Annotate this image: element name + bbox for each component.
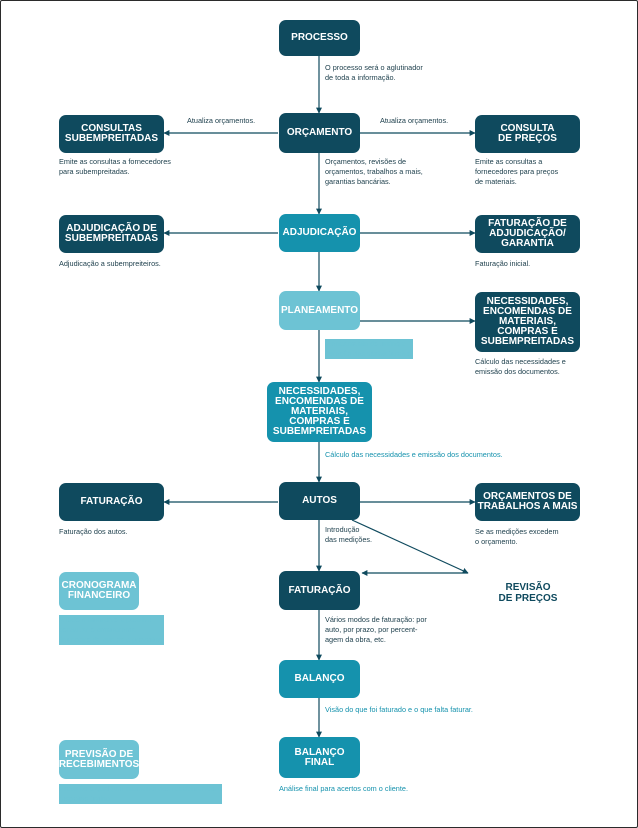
box-planeamento[interactable]: PLANEAMENTO xyxy=(279,291,360,330)
box-balanco[interactable]: BALANÇO xyxy=(279,660,360,698)
desc-faturacao-adjudicacao: Faturação inicial. xyxy=(475,259,531,268)
box-adjudicacao[interactable]: ADJUDICAÇÃO xyxy=(279,214,360,252)
desc-previsao-recebimentos: Previsão a qualquer momento dos recebime… xyxy=(59,784,223,804)
desc-processo: O processo será o aglutinador de toda a … xyxy=(325,63,423,82)
box-processo[interactable]: PROCESSO xyxy=(279,20,360,56)
desc-cronograma-financeiro: A todo o momento é possível consultar o … xyxy=(59,615,164,645)
box-necessidades-center[interactable]: NECESSIDADES, ENCOMENDAS DE MATERIAIS, C… xyxy=(267,382,372,442)
box-orcamento[interactable]: ORÇAMENTO xyxy=(279,113,360,153)
desc-consultas-subempreitadas: Emite as consultas a fornecedores para s… xyxy=(59,157,171,176)
desc-balanco-final: Análise final para acertos com o cliente… xyxy=(279,784,408,793)
desc-consulta-precos: Emite as consultas a fornecedores para p… xyxy=(475,157,559,186)
box-previsao-recebimentos[interactable]: PREVISÃO DE RECEBIMENTOS xyxy=(59,740,139,779)
box-balanco-final[interactable]: BALANÇO FINAL xyxy=(279,737,360,778)
box-consultas-subempreitadas[interactable]: CONSULTAS SUBEMPREITADAS xyxy=(59,115,164,153)
box-necessidades-right[interactable]: NECESSIDADES, ENCOMENDAS DE MATERIAIS, C… xyxy=(475,292,580,352)
label-revisao-precos[interactable]: REVISÃO DE PREÇOS xyxy=(498,582,558,604)
desc-orcamentos-trabalhos: Se as medições excedem o orçamento. xyxy=(475,527,559,546)
box-faturacao-adjudicacao[interactable]: FATURAÇÃO DE ADJUDICAÇÃO/ GARANTIA xyxy=(475,215,580,253)
desc-balanco: Visão do que foi faturado e o que falta … xyxy=(325,705,473,714)
box-autos[interactable]: AUTOS xyxy=(279,482,360,520)
desc-atualiza-left: Atualiza orçamentos. xyxy=(187,116,256,125)
box-consulta-precos[interactable]: CONSULTA DE PREÇOS xyxy=(475,115,580,153)
box-faturacao-left[interactable]: FATURAÇÃO xyxy=(59,483,164,521)
box-adjudicacao-subempreitadas[interactable]: ADJUDICAÇÃO DE SUBEMPREITADAS xyxy=(59,215,164,253)
desc-orcamento: Orçamentos, revisões de orçamentos, trab… xyxy=(325,157,423,186)
desc-faturacao-left: Faturação dos autos. xyxy=(59,527,128,536)
desc-faturacao-center: Vários modos de faturação: por auto, por… xyxy=(325,615,427,644)
desc-planeamento: Planeamento do timing e duração das vári… xyxy=(325,339,414,359)
box-faturacao-center[interactable]: FATURAÇÃO xyxy=(279,571,360,610)
desc-atualiza-right: Atualiza orçamentos. xyxy=(380,116,449,125)
desc-necessidades-right: Cálculo das necessidades e emissão dos d… xyxy=(475,357,566,376)
arrow-autos-revisao xyxy=(351,519,469,574)
desc-necessidades-center: Cálculo das necessidades e emissão dos d… xyxy=(325,450,503,459)
box-orcamentos-trabalhos[interactable]: ORÇAMENTOS DE TRABALHOS A MAIS xyxy=(475,483,580,521)
box-cronograma-financeiro[interactable]: CRONOGRAMA FINANCEIRO xyxy=(59,572,139,610)
desc-autos: Introdução das medições. xyxy=(325,525,373,544)
desc-adjudicacao-subempreitadas: Adjudicação a subempreiteiros. xyxy=(59,259,161,268)
